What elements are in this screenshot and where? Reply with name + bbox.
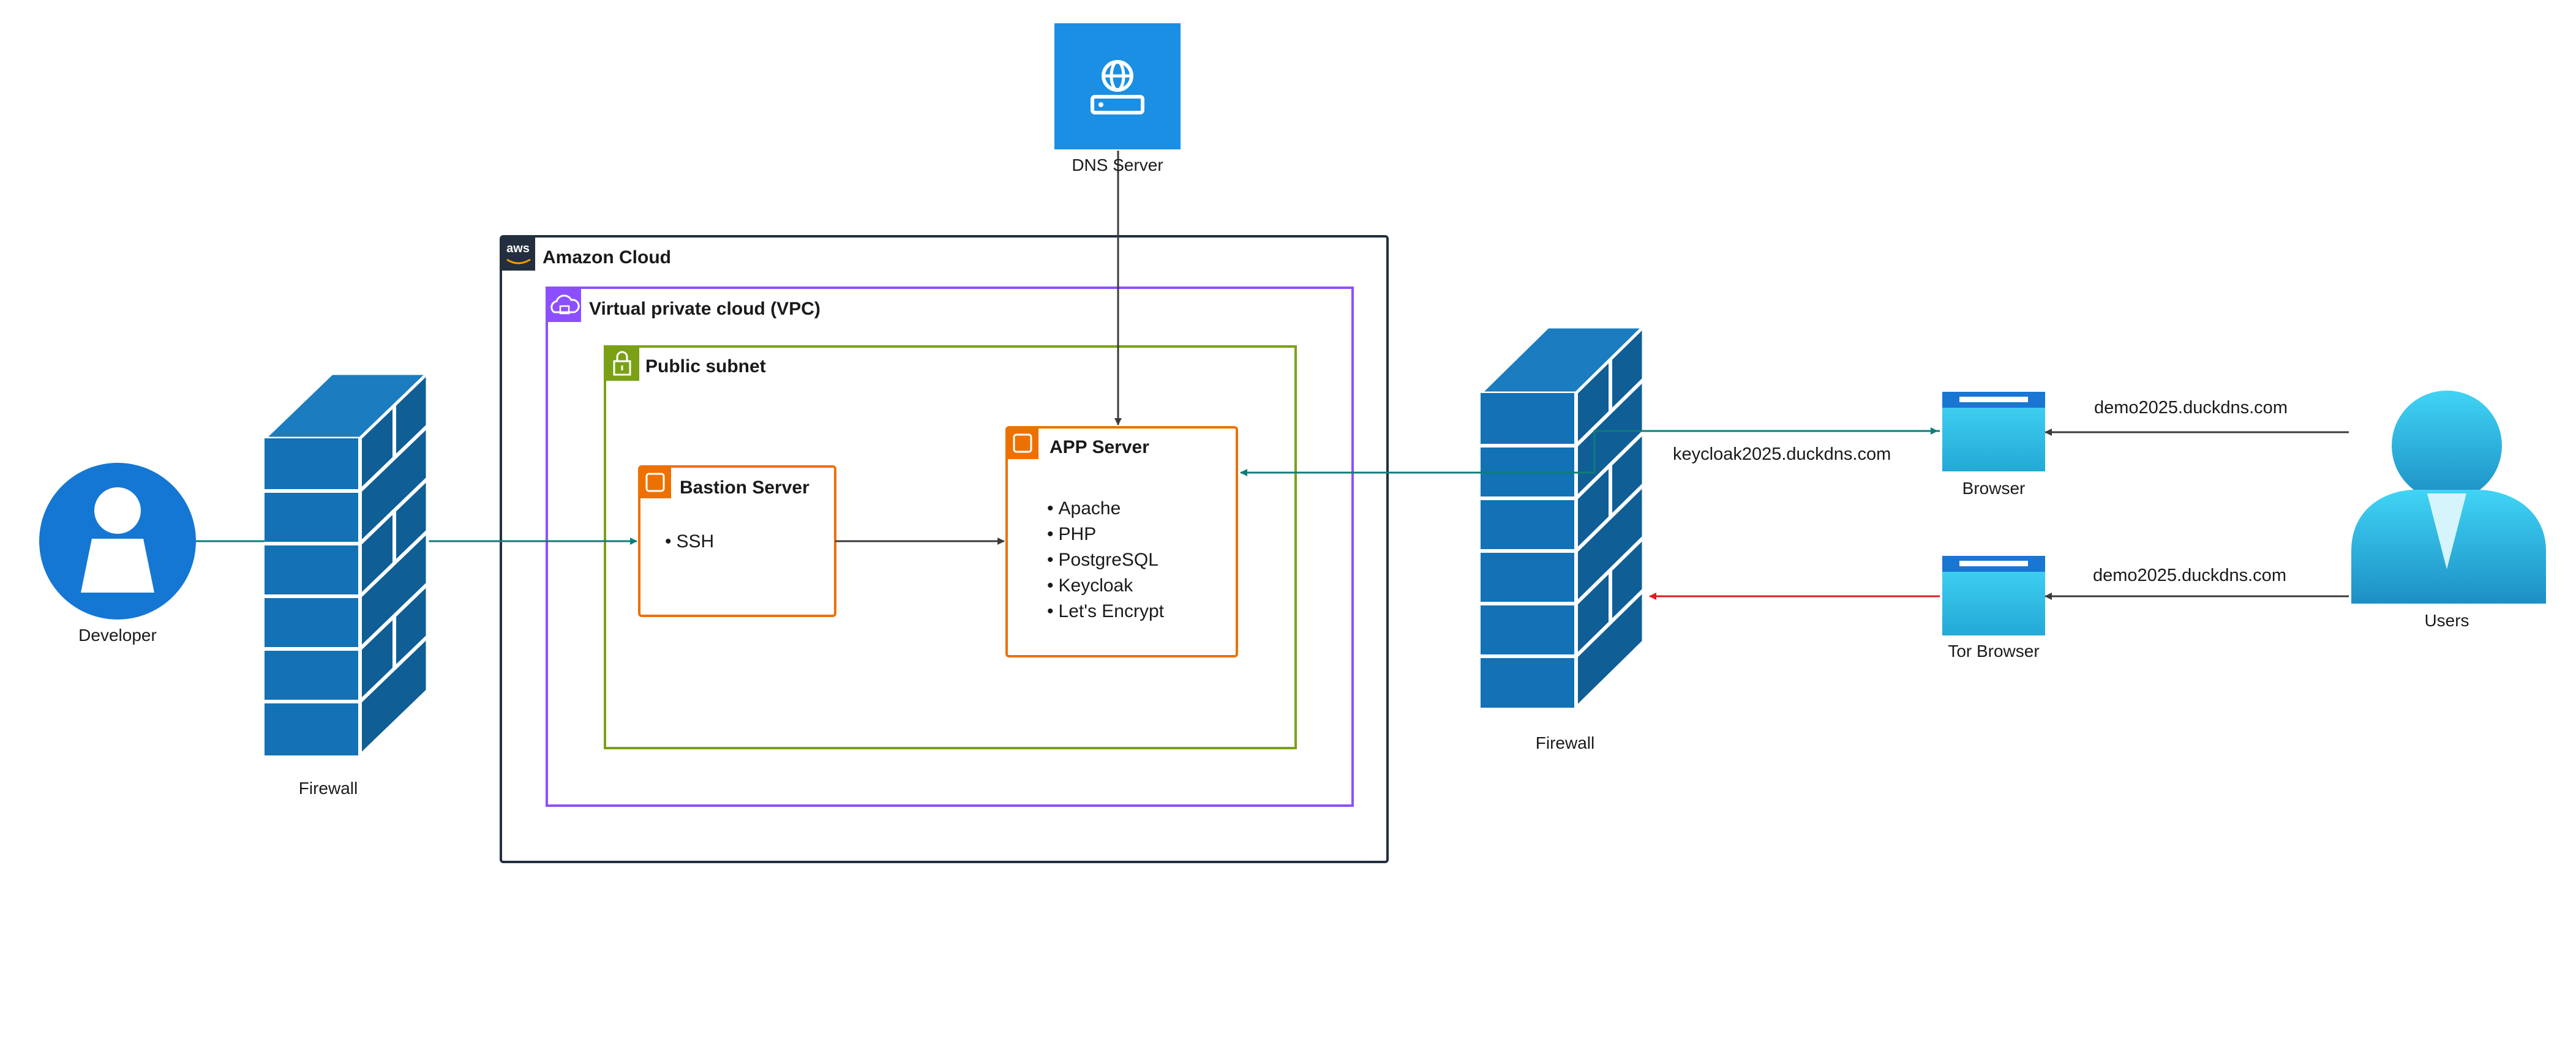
svg-text:aws: aws: [506, 242, 530, 255]
app-service-item: Apache: [1047, 496, 1164, 522]
firewall-right-label: Firewall: [1535, 733, 1595, 752]
app-chip-icon: [1007, 427, 1038, 459]
firewall-left-label: Firewall: [298, 779, 358, 798]
users-icon: [2351, 391, 2546, 604]
cloud-lock-icon: [547, 288, 581, 322]
bastion-service-item: SSH: [665, 529, 715, 555]
developer-icon: [39, 463, 196, 620]
padlock-icon: [605, 346, 639, 381]
browser-window-icon: [1942, 392, 2045, 471]
bastion-services-list: SSH: [665, 529, 715, 555]
firewall-left-icon: [260, 370, 432, 759]
browser-label: Browser: [1962, 479, 2026, 498]
app-service-item: PostgreSQL: [1047, 547, 1164, 573]
developer-label: Developer: [78, 626, 157, 645]
public-subnet-container: [604, 345, 1297, 749]
dns-server-icon: [1054, 23, 1181, 149]
app-service-item: Let's Encrypt: [1047, 599, 1164, 624]
public-subnet-label: Public subnet: [645, 356, 766, 376]
aws-logo-icon: aws: [501, 236, 535, 271]
users-label: Users: [2424, 611, 2469, 630]
edge-label-demo-tor: demo2025.duckdns.com: [2093, 566, 2286, 585]
app-services-list: Apache PHP PostgreSQL Keycloak Let's Enc…: [1047, 496, 1164, 624]
tor-browser-label: Tor Browser: [1948, 642, 2040, 661]
dns-server-label: DNS Server: [1072, 155, 1163, 174]
bastion-chip-icon: [639, 466, 671, 498]
app-service-item: Keycloak: [1047, 573, 1164, 599]
amazon-cloud-label: Amazon Cloud: [543, 247, 671, 268]
vpc-container: [546, 287, 1354, 807]
bastion-server-title: Bastion Server: [680, 478, 809, 498]
edge-label-demo-browser: demo2025.duckdns.com: [2094, 398, 2288, 418]
edge-label-keycloak-url: keycloak2025.duckdns.com: [1673, 444, 1891, 464]
vpc-label: Virtual private cloud (VPC): [589, 299, 820, 319]
firewall-right-icon: [1476, 323, 1648, 711]
tor-browser-window-icon: [1942, 556, 2045, 635]
amazon-cloud-container: [500, 235, 1389, 863]
app-service-item: PHP: [1047, 522, 1164, 547]
app-server-title: APP Server: [1050, 437, 1149, 457]
